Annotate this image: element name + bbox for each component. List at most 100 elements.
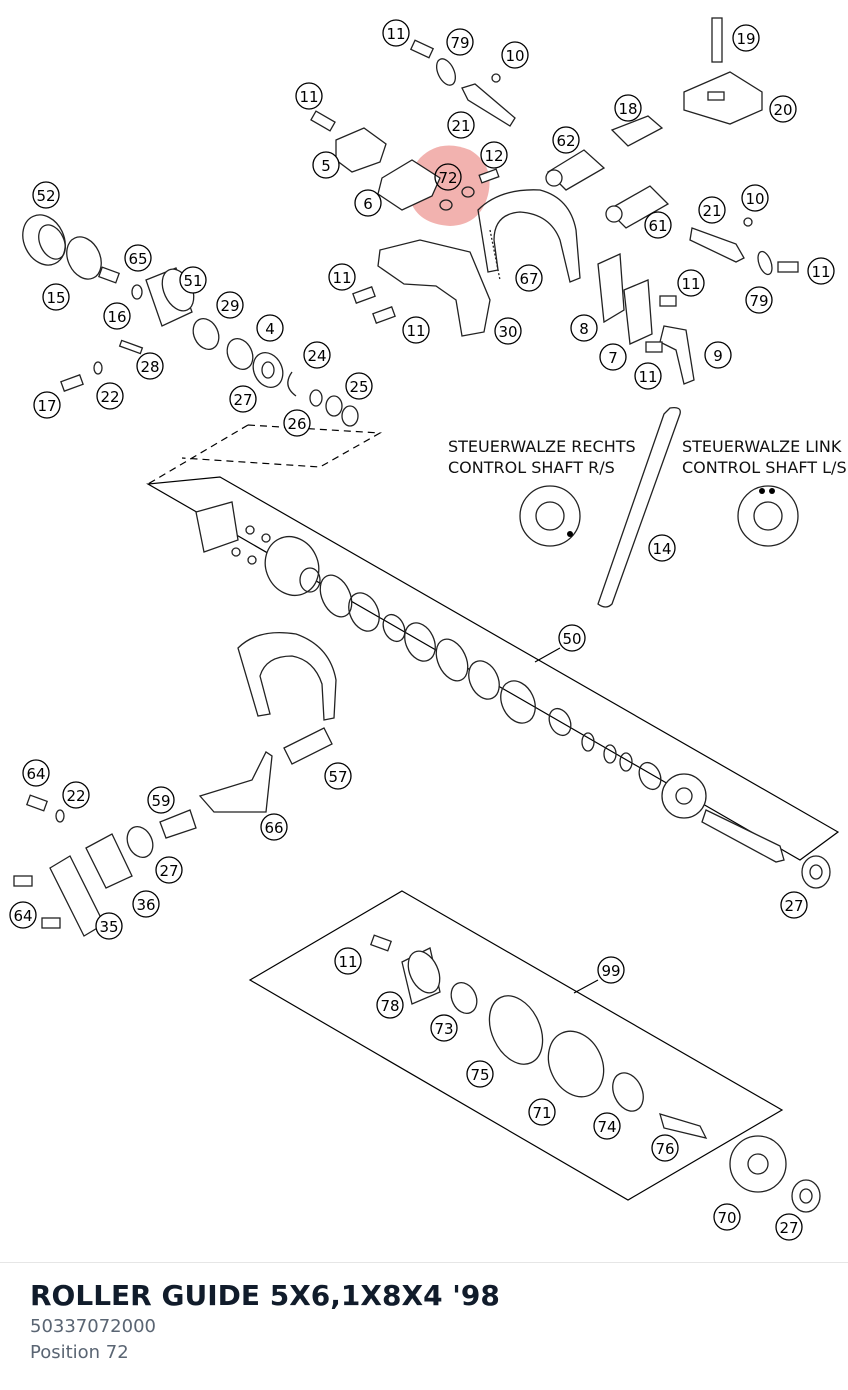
callout-70[interactable]: 70 [713,1203,741,1231]
callout-circle [95,912,123,940]
callout-circle [651,1134,679,1162]
callout-label: 70 [717,1209,736,1227]
callout-10[interactable]: 10 [741,184,769,212]
callout-label: 61 [648,217,667,235]
callout-66[interactable]: 66 [260,813,288,841]
callout-label: 52 [36,187,55,205]
callout-circle [124,244,152,272]
callout-11[interactable]: 11 [402,316,430,344]
callout-circle [528,1098,556,1126]
caption-left-de: STEUERWALZE LINK [682,437,842,456]
callout-79[interactable]: 79 [745,286,773,314]
callout-65[interactable]: 65 [124,244,152,272]
callout-21[interactable]: 21 [447,111,475,139]
callout-label: 99 [601,962,620,980]
callout-circle [807,257,835,285]
parts-artwork [13,17,831,1213]
callout-24[interactable]: 24 [303,341,331,369]
callout-62[interactable]: 62 [552,126,580,154]
callout-17[interactable]: 17 [33,391,61,419]
callout-73[interactable]: 73 [430,1014,458,1042]
callout-22[interactable]: 22 [62,781,90,809]
callout-11[interactable]: 11 [677,269,705,297]
callout-27[interactable]: 27 [229,385,257,413]
callout-36[interactable]: 36 [132,890,160,918]
callout-circle [147,786,175,814]
callout-circle [501,41,529,69]
callout-label: 78 [380,997,399,1015]
callout-9[interactable]: 9 [704,341,732,369]
callout-76[interactable]: 76 [651,1134,679,1162]
callout-14[interactable]: 14 [648,534,676,562]
callout-label: 11 [811,263,830,281]
callout-label: 7 [608,349,618,367]
callout-11[interactable]: 11 [807,257,835,285]
callout-label: 51 [183,272,202,290]
callout-12[interactable]: 12 [480,141,508,169]
callout-11[interactable]: 11 [328,263,356,291]
callout-18[interactable]: 18 [614,94,642,122]
callout-circle [324,762,352,790]
callout-71[interactable]: 71 [528,1098,556,1126]
callout-50[interactable]: 50 [558,624,586,652]
callout-59[interactable]: 59 [147,786,175,814]
callout-10[interactable]: 10 [501,41,529,69]
caption-right-de: STEUERWALZE RECHTS [448,437,636,456]
callout-7[interactable]: 7 [599,343,627,371]
callout-circle [494,317,522,345]
callout-19[interactable]: 19 [732,24,760,52]
callout-circle [32,181,60,209]
callout-15[interactable]: 15 [42,283,70,311]
callout-78[interactable]: 78 [376,991,404,1019]
callout-27[interactable]: 27 [155,856,183,884]
callout-79[interactable]: 79 [446,28,474,56]
callout-75[interactable]: 75 [466,1060,494,1088]
callout-29[interactable]: 29 [216,291,244,319]
callout-21[interactable]: 21 [698,196,726,224]
callout-circle [42,283,70,311]
callout-27[interactable]: 27 [780,891,808,919]
callout-4[interactable]: 4 [256,314,284,342]
callout-circle [260,813,288,841]
callout-61[interactable]: 61 [644,211,672,239]
callout-52[interactable]: 52 [32,181,60,209]
callout-circle [155,856,183,884]
callout-64[interactable]: 64 [9,901,37,929]
callout-label: 11 [332,269,351,287]
callout-99[interactable]: 99 [597,956,625,984]
callout-27[interactable]: 27 [775,1213,803,1241]
callout-11[interactable]: 11 [295,82,323,110]
callout-72-highlighted[interactable]: 72 [434,163,462,191]
callout-30[interactable]: 30 [494,317,522,345]
callout-6[interactable]: 6 [354,189,382,217]
callout-11[interactable]: 11 [634,362,662,390]
callout-11[interactable]: 11 [382,19,410,47]
callout-64[interactable]: 64 [22,759,50,787]
control-shaft-rs-illustration [519,485,581,547]
callout-circle [614,94,642,122]
callout-11[interactable]: 11 [334,947,362,975]
callout-22[interactable]: 22 [96,382,124,410]
callout-26[interactable]: 26 [283,409,311,437]
callout-28[interactable]: 28 [136,352,164,380]
callout-label: 67 [519,270,538,288]
callout-20[interactable]: 20 [769,95,797,123]
callout-label: 30 [498,323,517,341]
callout-5[interactable]: 5 [312,151,340,179]
callout-35[interactable]: 35 [95,912,123,940]
callout-67[interactable]: 67 [515,264,543,292]
callout-circle [22,759,50,787]
callout-25[interactable]: 25 [345,372,373,400]
callout-label: 59 [151,792,170,810]
callout-16[interactable]: 16 [103,302,131,330]
callout-circle [775,1213,803,1241]
callout-label: 22 [66,787,85,805]
callout-label: 10 [745,190,764,208]
callout-51[interactable]: 51 [179,266,207,294]
callout-57[interactable]: 57 [324,762,352,790]
callout-circle [515,264,543,292]
callout-circle [382,19,410,47]
callout-8[interactable]: 8 [570,314,598,342]
callout-label: 36 [136,896,155,914]
callout-74[interactable]: 74 [593,1112,621,1140]
